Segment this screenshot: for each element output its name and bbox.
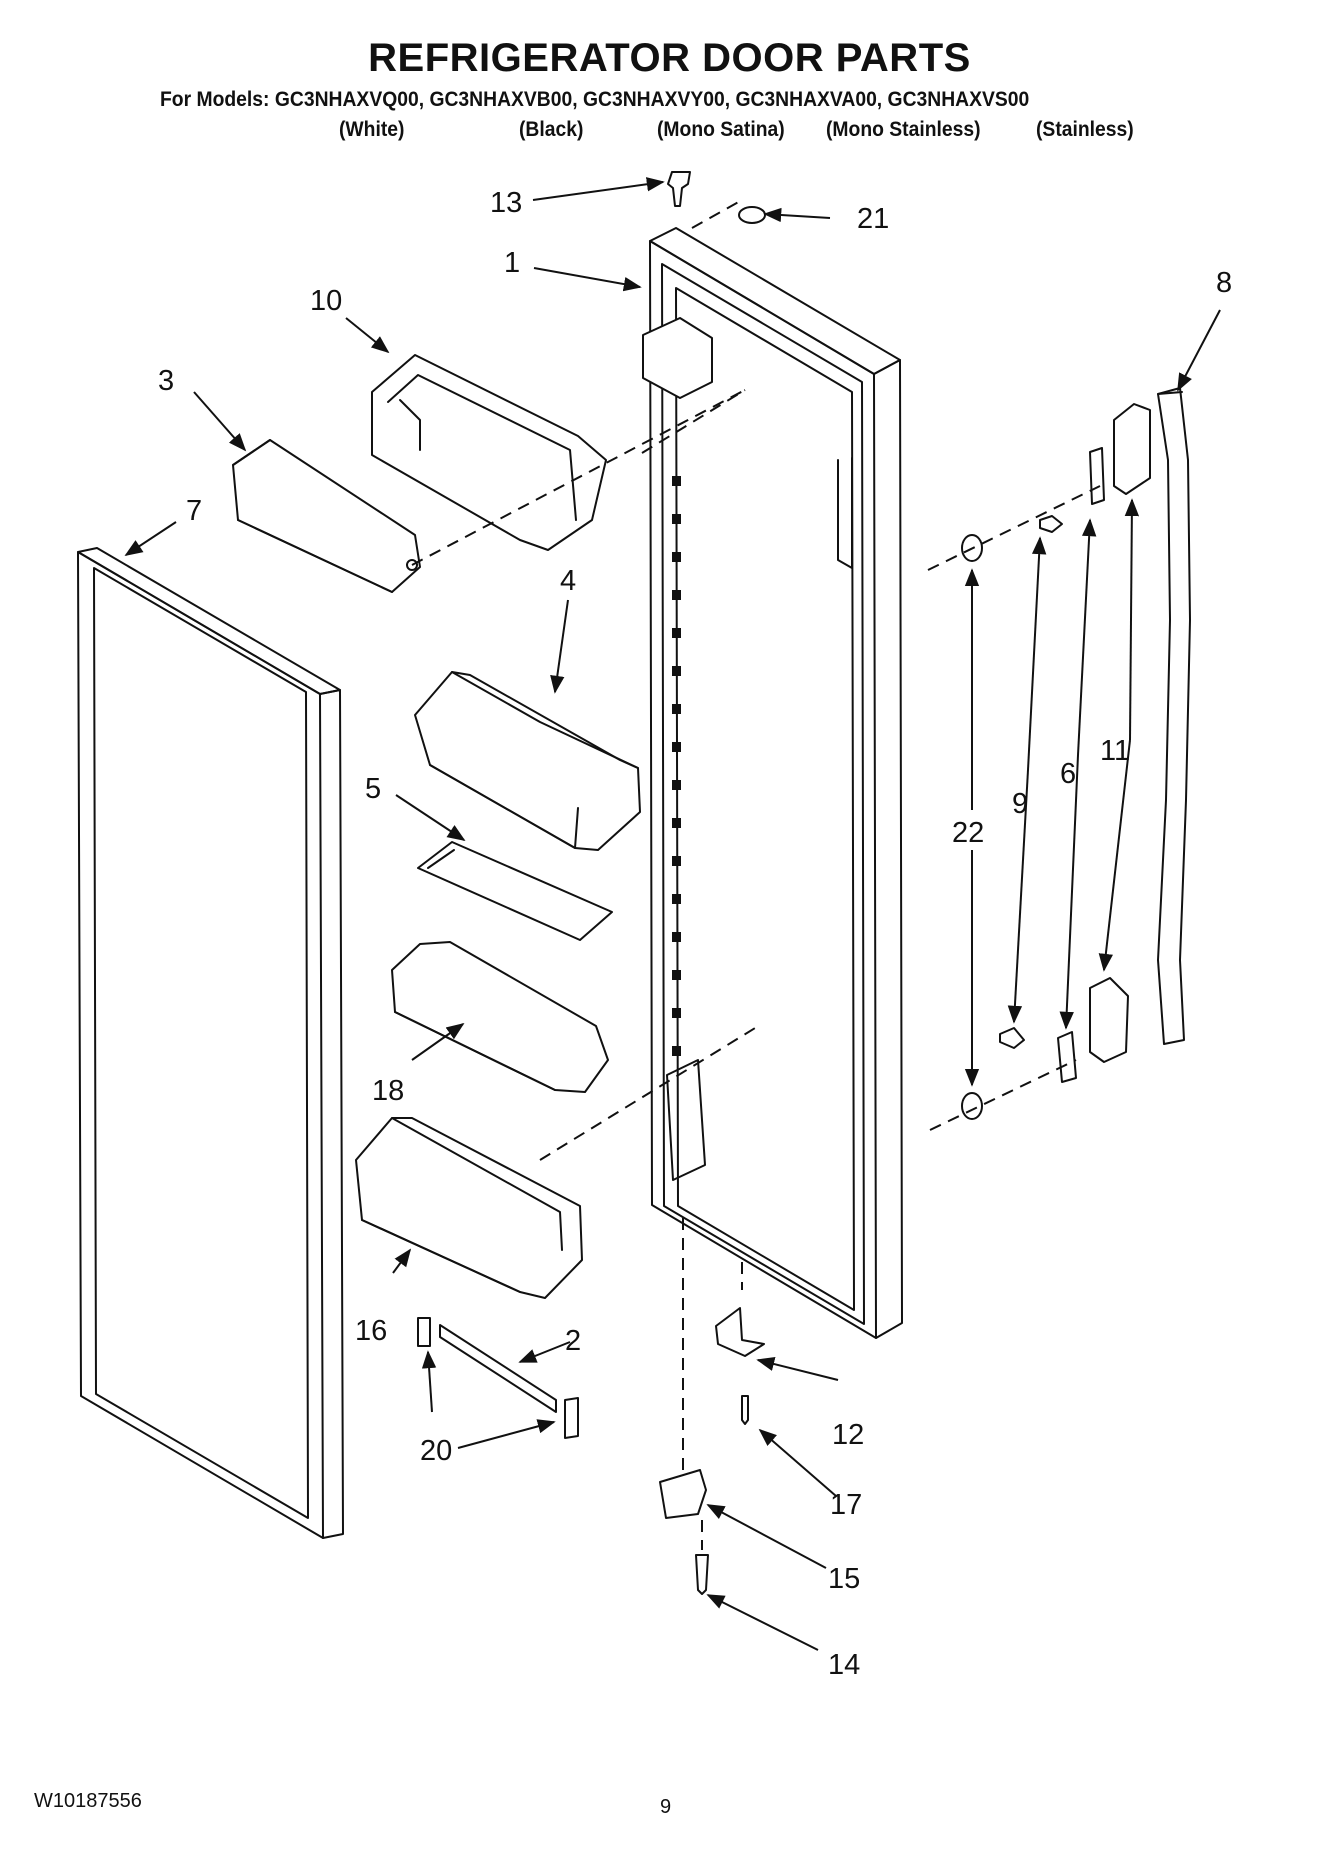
- door-liner: [642, 227, 903, 1339]
- callout-6: 6: [1060, 758, 1076, 790]
- screw-17: [741, 1395, 749, 1425]
- callout-11: 11: [1100, 735, 1130, 767]
- document-number: W10187556: [34, 1790, 142, 1812]
- screw-14: [695, 1554, 709, 1595]
- screw-9-top: [1039, 515, 1063, 533]
- handle-bracket-top: [1089, 447, 1105, 505]
- callout-21: 21: [857, 203, 889, 235]
- callout-4: 4: [560, 565, 576, 597]
- callout-12: 12: [832, 1419, 864, 1451]
- callout-18: 18: [372, 1075, 404, 1107]
- callout-13: 13: [490, 187, 522, 219]
- hinge-bracket: [659, 1469, 707, 1519]
- variant-black: (Black): [519, 118, 584, 141]
- door-shelf-middle: [391, 941, 609, 1093]
- callout-1: 1: [504, 247, 520, 279]
- callout-2: 2: [565, 1325, 581, 1357]
- dairy-compartment: [371, 354, 607, 551]
- plug-bottom: [961, 1092, 983, 1120]
- variant-stainless: (Stainless): [1036, 118, 1134, 141]
- handle-bracket-bottom: [1057, 1031, 1077, 1083]
- callout-14: 14: [828, 1649, 860, 1681]
- door-handle: [1157, 387, 1191, 1045]
- variant-white: (White): [339, 118, 405, 141]
- door-gasket: [77, 547, 344, 1539]
- callout-20: 20: [420, 1435, 452, 1467]
- door-shelf-upper: [414, 671, 641, 851]
- callout-15: 15: [828, 1563, 860, 1595]
- handle-end-cap-top: [1113, 403, 1151, 495]
- shelf-retainer: [417, 841, 613, 941]
- page-title: REFRIGERATOR DOOR PARTS: [368, 36, 971, 80]
- page-number: 9: [660, 1796, 672, 1818]
- callout-8: 8: [1216, 267, 1232, 299]
- callout-3: 3: [158, 365, 174, 397]
- door-shelf-lower: [355, 1117, 583, 1299]
- trim-rail: [417, 1317, 579, 1439]
- door-shelf-slots: [672, 476, 681, 1056]
- hinge-bottom-cam: [715, 1307, 765, 1357]
- callout-17: 17: [830, 1489, 862, 1521]
- screw-9-bottom: [999, 1027, 1025, 1049]
- handle-end-cap-bottom: [1089, 977, 1129, 1063]
- callout-7: 7: [186, 495, 202, 527]
- callout-10: 10: [310, 285, 342, 317]
- callout-9: 9: [1012, 788, 1028, 820]
- hinge-pin-top: [667, 171, 691, 207]
- callout-16: 16: [355, 1315, 387, 1347]
- models-line: For Models: GC3NHAXVQ00, GC3NHAXVB00, GC…: [160, 88, 1030, 111]
- variant-mono-satina: (Mono Satina): [657, 118, 785, 141]
- callout-5: 5: [365, 773, 381, 805]
- variant-mono-stainless: (Mono Stainless): [826, 118, 981, 141]
- dairy-door: [232, 439, 421, 593]
- washer: [738, 206, 766, 224]
- callout-22: 22: [952, 817, 984, 849]
